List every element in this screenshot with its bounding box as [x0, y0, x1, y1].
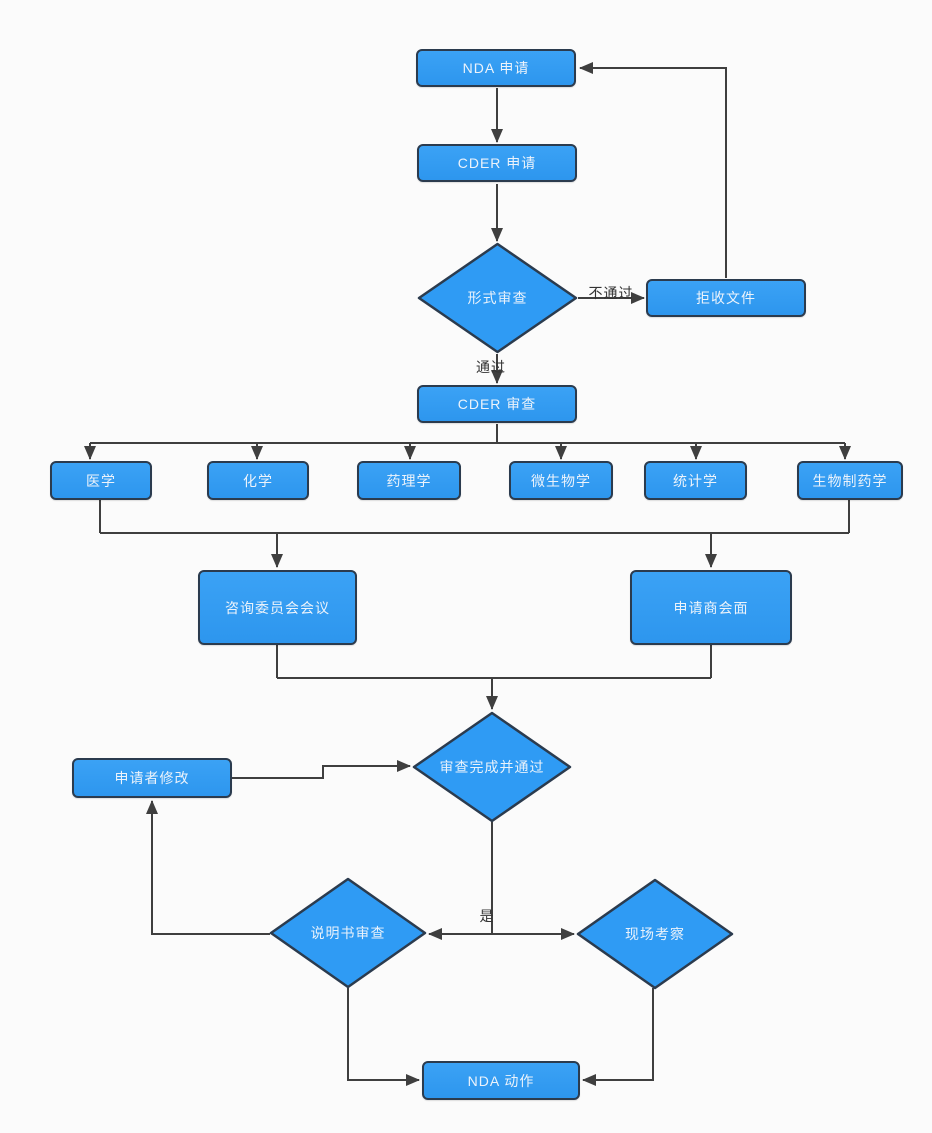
cder-review-label: CDER 审查	[457, 396, 537, 412]
edge-modification-to-review-complete	[232, 760, 411, 779]
pharmacology[interactable]: 药理学	[357, 461, 461, 500]
review-complete-passed-label: 审查完成并通过	[439, 759, 545, 775]
edge-label-review-to-modification	[146, 800, 270, 935]
site-inspection-label: 现场考察	[625, 926, 685, 942]
medicine[interactable]: 医学	[50, 461, 152, 500]
edge-site-inspection-to-nda-action	[582, 988, 654, 1086]
statistics[interactable]: 统计学	[644, 461, 747, 500]
reject-documents-label: 拒收文件	[696, 290, 756, 306]
pharmacology-label: 药理学	[386, 472, 432, 489]
cder-application-label: CDER 申请	[457, 155, 537, 171]
edge-label-review-to-nda-action	[347, 988, 420, 1086]
label-review-label: 说明书审查	[310, 925, 386, 941]
advisory-committee-meeting-label: 咨询委员会会议	[225, 599, 330, 616]
nda-action[interactable]: NDA 动作	[422, 1061, 580, 1100]
edge-group	[84, 62, 851, 1086]
applicant-meeting-label: 申请商会面	[673, 599, 749, 616]
review-complete-passed[interactable]: 审查完成并通过	[412, 711, 572, 823]
formal-review-label: 形式审查	[467, 290, 528, 306]
medicine-label: 医学	[86, 472, 116, 489]
label-review[interactable]: 说明书审查	[269, 877, 427, 989]
cder-application[interactable]: CDER 申请	[417, 144, 577, 182]
chemistry-label: 化学	[243, 472, 273, 489]
statistics-label: 统计学	[673, 472, 718, 489]
applicant-modification-label: 申请者修改	[114, 770, 190, 786]
label-yes: 是	[479, 908, 495, 924]
microbiology-label: 微生物学	[531, 472, 591, 489]
advisory-committee-meeting[interactable]: 咨询委员会会议	[198, 570, 357, 645]
biopharmaceutics-label: 生物制药学	[812, 472, 888, 489]
label-fail: 不通过	[588, 285, 634, 301]
biopharmaceutics[interactable]: 生物制药学	[797, 461, 903, 500]
reject-documents[interactable]: 拒收文件	[646, 279, 806, 317]
site-inspection-shape	[576, 878, 734, 990]
chemistry[interactable]: 化学	[207, 461, 309, 500]
formal-review-shape	[417, 242, 578, 354]
site-inspection[interactable]: 现场考察	[576, 878, 734, 990]
label-review-shape	[269, 877, 427, 989]
nda-application[interactable]: NDA 申请	[416, 49, 576, 87]
cder-review[interactable]: CDER 审查	[417, 385, 577, 423]
nda-application-label: NDA 申请	[462, 60, 530, 76]
microbiology[interactable]: 微生物学	[509, 461, 613, 500]
applicant-meeting[interactable]: 申请商会面	[630, 570, 792, 645]
review-complete-passed-shape	[412, 711, 572, 823]
applicant-modification[interactable]: 申请者修改	[72, 758, 232, 798]
formal-review[interactable]: 形式审查	[417, 242, 578, 354]
edge-reject-back-to-nda	[579, 62, 727, 278]
label-pass: 通过	[476, 359, 506, 375]
nda-action-label: NDA 动作	[467, 1072, 535, 1089]
